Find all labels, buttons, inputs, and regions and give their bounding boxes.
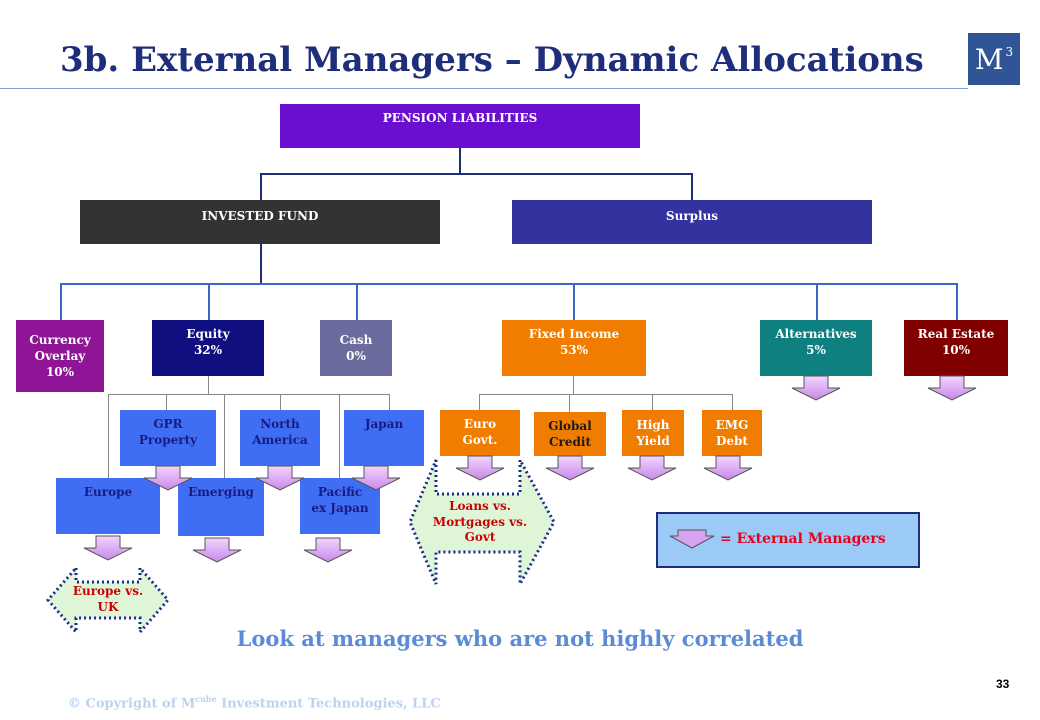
connector-emerging	[224, 394, 225, 480]
connector-asset-horizontal	[60, 283, 958, 285]
logo-letter: M	[974, 42, 1004, 76]
legend-manager-arrow-icon	[670, 529, 715, 549]
loans-mortgages-label: Loans vs. Mortgages vs. Govt	[432, 499, 528, 545]
copyright-prefix: © Copyright of M	[68, 696, 196, 712]
connector-euro-govt	[479, 394, 480, 412]
logo-superscript: 3	[1005, 45, 1014, 59]
node-equity: Equity 32%	[152, 320, 264, 376]
node-emerging: Emerging	[178, 478, 264, 536]
node-north-america: North America	[240, 410, 320, 466]
manager-arrow-icon	[791, 375, 841, 401]
manager-arrow-icon	[455, 455, 505, 481]
connector-fixed-horizontal	[479, 394, 733, 395]
connector-invested	[260, 173, 262, 201]
connector-currency	[60, 283, 62, 321]
node-pacific-ex-japan: Pacific ex Japan	[300, 478, 380, 534]
loans-double-arrow-icon	[408, 459, 556, 585]
connector-equity-horizontal	[108, 394, 390, 395]
node-pension-liabilities: PENSION LIABILITIES	[280, 104, 640, 148]
manager-arrow-icon	[303, 537, 353, 563]
connector-equity	[208, 283, 210, 321]
manager-arrow-icon	[143, 465, 193, 491]
manager-arrow-icon	[83, 535, 133, 561]
connector-global-credit	[569, 394, 570, 412]
connector-equity-down	[208, 375, 209, 395]
manager-arrow-icon	[927, 375, 977, 401]
connector-real-estate	[956, 283, 958, 321]
connector-north-america	[280, 394, 281, 412]
node-currency-overlay: Currency Overlay 10%	[16, 320, 104, 392]
connector-japan	[389, 394, 390, 412]
copyright-suffix: Investment Technologies, LLC	[216, 696, 441, 712]
connector-liabilities	[459, 148, 461, 174]
page-title: 3b. External Managers – Dynamic Allocati…	[60, 40, 924, 80]
connector-high-yield	[652, 394, 653, 412]
connector-emg-debt	[732, 394, 733, 412]
manager-arrow-icon	[255, 465, 305, 491]
manager-arrow-icon	[627, 455, 677, 481]
connector-top-horizontal	[260, 173, 692, 175]
connector-europe	[108, 394, 109, 486]
node-alternatives: Alternatives 5%	[760, 320, 872, 376]
node-emg-debt: EMG Debt	[702, 410, 762, 456]
manager-arrow-icon	[351, 465, 401, 491]
legend-label: = External Managers	[720, 531, 886, 547]
node-high-yield: High Yield	[622, 410, 684, 456]
copyright: © Copyright of Mcube Investment Technolo…	[68, 694, 441, 711]
manager-arrow-icon	[545, 455, 595, 481]
connector-gpr	[166, 394, 167, 412]
europe-uk-label: Europe vs. UK	[72, 584, 144, 614]
connector-invested-down	[260, 244, 262, 284]
node-surplus: Surplus	[512, 200, 872, 244]
node-europe: Europe	[56, 478, 160, 534]
node-fixed-income: Fixed Income 53%	[502, 320, 646, 376]
copyright-sup: cube	[195, 694, 217, 704]
manager-arrow-icon	[703, 455, 753, 481]
node-global-credit: Global Credit	[534, 412, 606, 456]
connector-alternatives	[816, 283, 818, 321]
node-invested-fund: INVESTED FUND	[80, 200, 440, 244]
title-divider	[0, 88, 968, 89]
node-real-estate: Real Estate 10%	[904, 320, 1008, 376]
connector-pacific	[339, 394, 340, 480]
node-japan: Japan	[344, 410, 424, 466]
slogan: Look at managers who are not highly corr…	[236, 626, 804, 651]
connector-fixed-down	[573, 375, 574, 395]
connector-fixed	[573, 283, 575, 321]
page-number: 33	[996, 677, 1010, 691]
connector-cash	[356, 283, 358, 321]
node-euro-govt: Euro Govt.	[440, 410, 520, 456]
manager-arrow-icon	[192, 537, 242, 563]
node-cash: Cash 0%	[320, 320, 392, 376]
europe-uk-double-arrow-icon	[46, 564, 170, 636]
connector-surplus	[691, 173, 693, 201]
node-gpr-property: GPR Property	[120, 410, 216, 466]
